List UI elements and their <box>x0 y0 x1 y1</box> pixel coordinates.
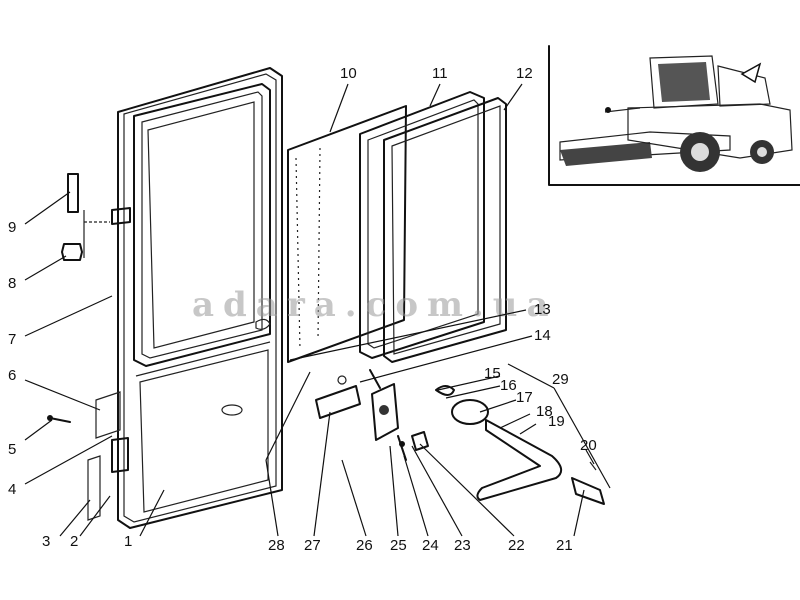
callout-labels: 9 8 7 6 5 4 3 2 1 10 11 12 13 14 15 16 1… <box>8 65 597 554</box>
callout-10: 10 <box>340 65 357 82</box>
callout-12: 12 <box>516 65 533 82</box>
callout-14: 14 <box>534 327 551 344</box>
lock-mechanism <box>315 369 605 505</box>
spring <box>411 431 429 451</box>
handle-knob <box>451 399 489 425</box>
callout-5: 5 <box>8 441 16 458</box>
door-inner-frame <box>123 73 277 523</box>
callout-20: 20 <box>580 437 597 454</box>
door-latch <box>255 318 271 330</box>
lock-plate <box>371 383 399 441</box>
callout-1: 1 <box>124 533 132 550</box>
frame-inner <box>391 105 501 355</box>
door-lower-panel <box>139 349 269 513</box>
washer <box>435 385 455 396</box>
callout-15: 15 <box>484 365 501 382</box>
frame-outer <box>383 97 507 363</box>
top-band <box>0 0 800 46</box>
lock-pin <box>369 369 381 389</box>
callout-19: 19 <box>548 413 565 430</box>
callout-27: 27 <box>304 537 321 554</box>
screw <box>49 417 71 423</box>
callout-3: 3 <box>42 533 50 550</box>
nut <box>61 243 83 261</box>
callout-29: 29 <box>552 371 569 388</box>
glass-pane <box>287 105 407 363</box>
callout-26: 26 <box>356 537 373 554</box>
callout-9: 9 <box>8 219 16 236</box>
door-outer-frame <box>117 67 283 529</box>
upper-hinge <box>111 207 131 225</box>
callout-11: 11 <box>432 65 448 82</box>
combine-inset <box>548 45 800 186</box>
door-assembly <box>87 67 283 529</box>
callout-13: 13 <box>534 301 551 318</box>
callout-18: 18 <box>536 403 553 420</box>
pin <box>589 461 597 471</box>
callout-23: 23 <box>454 537 471 554</box>
callout-24: 24 <box>422 537 439 554</box>
handle-shaft <box>571 477 605 505</box>
callout-28: 28 <box>268 537 285 554</box>
seal-outer <box>359 91 485 359</box>
callout-21: 21 <box>556 537 573 554</box>
callout-7: 7 <box>8 331 16 348</box>
callout-4: 4 <box>8 481 16 498</box>
glass <box>287 105 407 363</box>
callout-22: 22 <box>508 537 525 554</box>
callout-6: 6 <box>8 367 16 384</box>
callout-17: 17 <box>516 389 533 406</box>
callout-2: 2 <box>70 533 78 550</box>
callout-16: 16 <box>500 377 517 394</box>
combine-harvester-drawing <box>559 55 793 172</box>
rubber-frame <box>383 97 507 363</box>
leader-lines <box>24 83 611 537</box>
door-lock-hole <box>221 404 243 416</box>
inset-frame <box>548 45 800 186</box>
hinge-bracket <box>95 391 121 439</box>
callout-8: 8 <box>8 275 16 292</box>
small-screw <box>397 435 407 461</box>
bolt-and-nut <box>61 173 110 261</box>
hinge-plate <box>87 455 101 521</box>
callout-25: 25 <box>390 537 407 554</box>
door-window-opening <box>133 83 271 367</box>
lock-bar <box>315 385 361 419</box>
door-handle <box>476 419 563 501</box>
lower-hinge <box>111 437 129 473</box>
watermark: adara.com.ua <box>192 285 558 325</box>
